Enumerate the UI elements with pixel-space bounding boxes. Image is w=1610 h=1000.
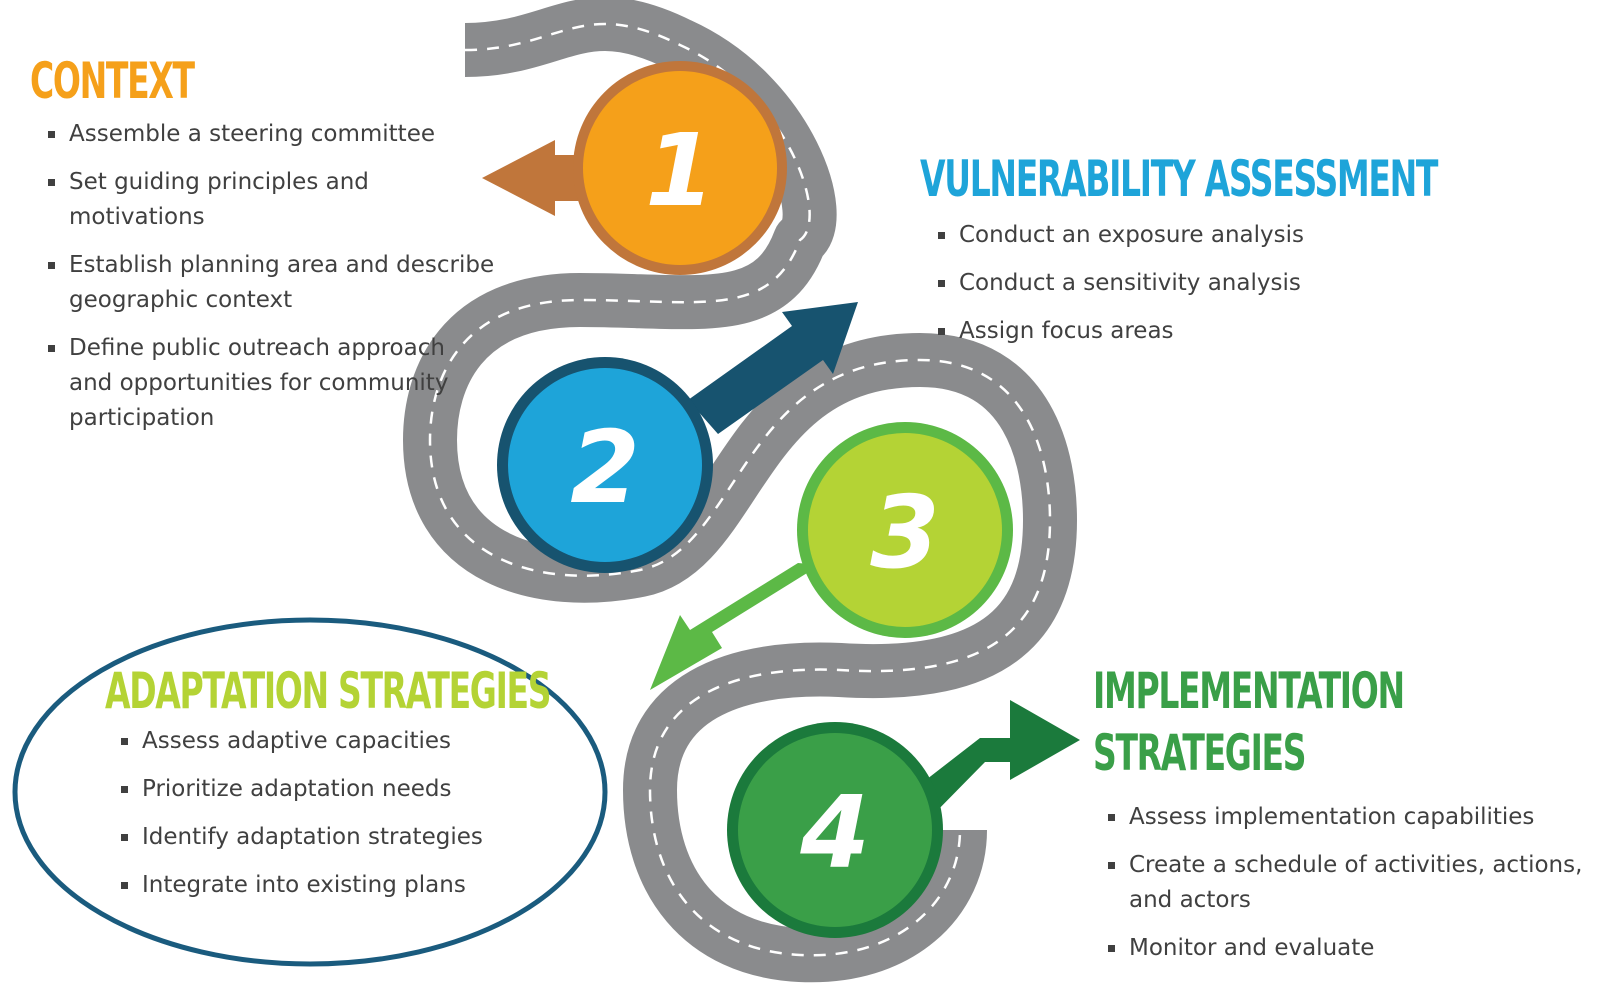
implementation-strategies-title-line-1: IMPLEMENTATION	[1093, 662, 1405, 720]
implementation-strategies-title-line-2: STRATEGIES	[1093, 724, 1307, 782]
context-title: CONTEXT	[30, 52, 195, 110]
step-2-number: 2	[570, 409, 640, 526]
bullet-item: Assign focus areas	[935, 314, 1435, 349]
bullet-item: Establish planning area and describe geo…	[45, 248, 515, 318]
arrow-step-4	[900, 700, 1080, 820]
step-1-circle: 1	[573, 61, 787, 275]
bullet-item: Set guiding principles and motivations	[45, 165, 399, 235]
bullet-item: Conduct a sensitivity analysis	[935, 266, 1435, 301]
step-2-circle: 2	[497, 357, 713, 573]
adaptation-strategies-title: ADAPTATION STRATEGIES	[105, 662, 552, 720]
bullet-item: Assemble a steering committee	[45, 117, 515, 152]
road-centerline	[428, 22, 1052, 957]
context-bullets: Assemble a steering committee Set guidin…	[45, 117, 515, 449]
arrow-step-3	[650, 563, 820, 690]
highlight-ellipse	[12, 617, 608, 967]
bullet-item: Monitor and evaluate	[1105, 931, 1600, 966]
step-4-circle: 4	[727, 722, 943, 938]
implementation-strategies-bullets: Assess implementation capabilities Creat…	[1105, 800, 1600, 979]
step-4-number: 4	[799, 774, 870, 891]
bullet-item: Prioritize adaptation needs	[118, 772, 538, 807]
bullet-item: Conduct an exposure analysis	[935, 218, 1435, 253]
bullet-item: Assess implementation capabilities	[1105, 800, 1600, 835]
bullet-item: Create a schedule of activities, actions…	[1105, 848, 1600, 918]
bullet-item: Identify adaptation strategies	[118, 820, 538, 855]
vulnerability-assessment-bullets: Conduct an exposure analysis Conduct a s…	[935, 218, 1435, 362]
adaptation-strategies-bullets: Assess adaptive capacities Prioritize ad…	[118, 724, 538, 916]
bullet-item: Integrate into existing plans	[118, 868, 538, 903]
bullet-item: Assess adaptive capacities	[118, 724, 538, 759]
winding-road	[403, 0, 1077, 983]
vulnerability-assessment-title: VULNERABILITY ASSESSMENT	[920, 150, 1438, 208]
step-3-number: 3	[870, 474, 940, 591]
arrow-step-2	[688, 302, 858, 434]
step-1-number: 1	[645, 112, 715, 229]
step-3-circle: 3	[797, 422, 1013, 638]
bullet-item: Define public outreach approach and oppo…	[45, 331, 489, 436]
arrow-step-1	[482, 140, 600, 216]
